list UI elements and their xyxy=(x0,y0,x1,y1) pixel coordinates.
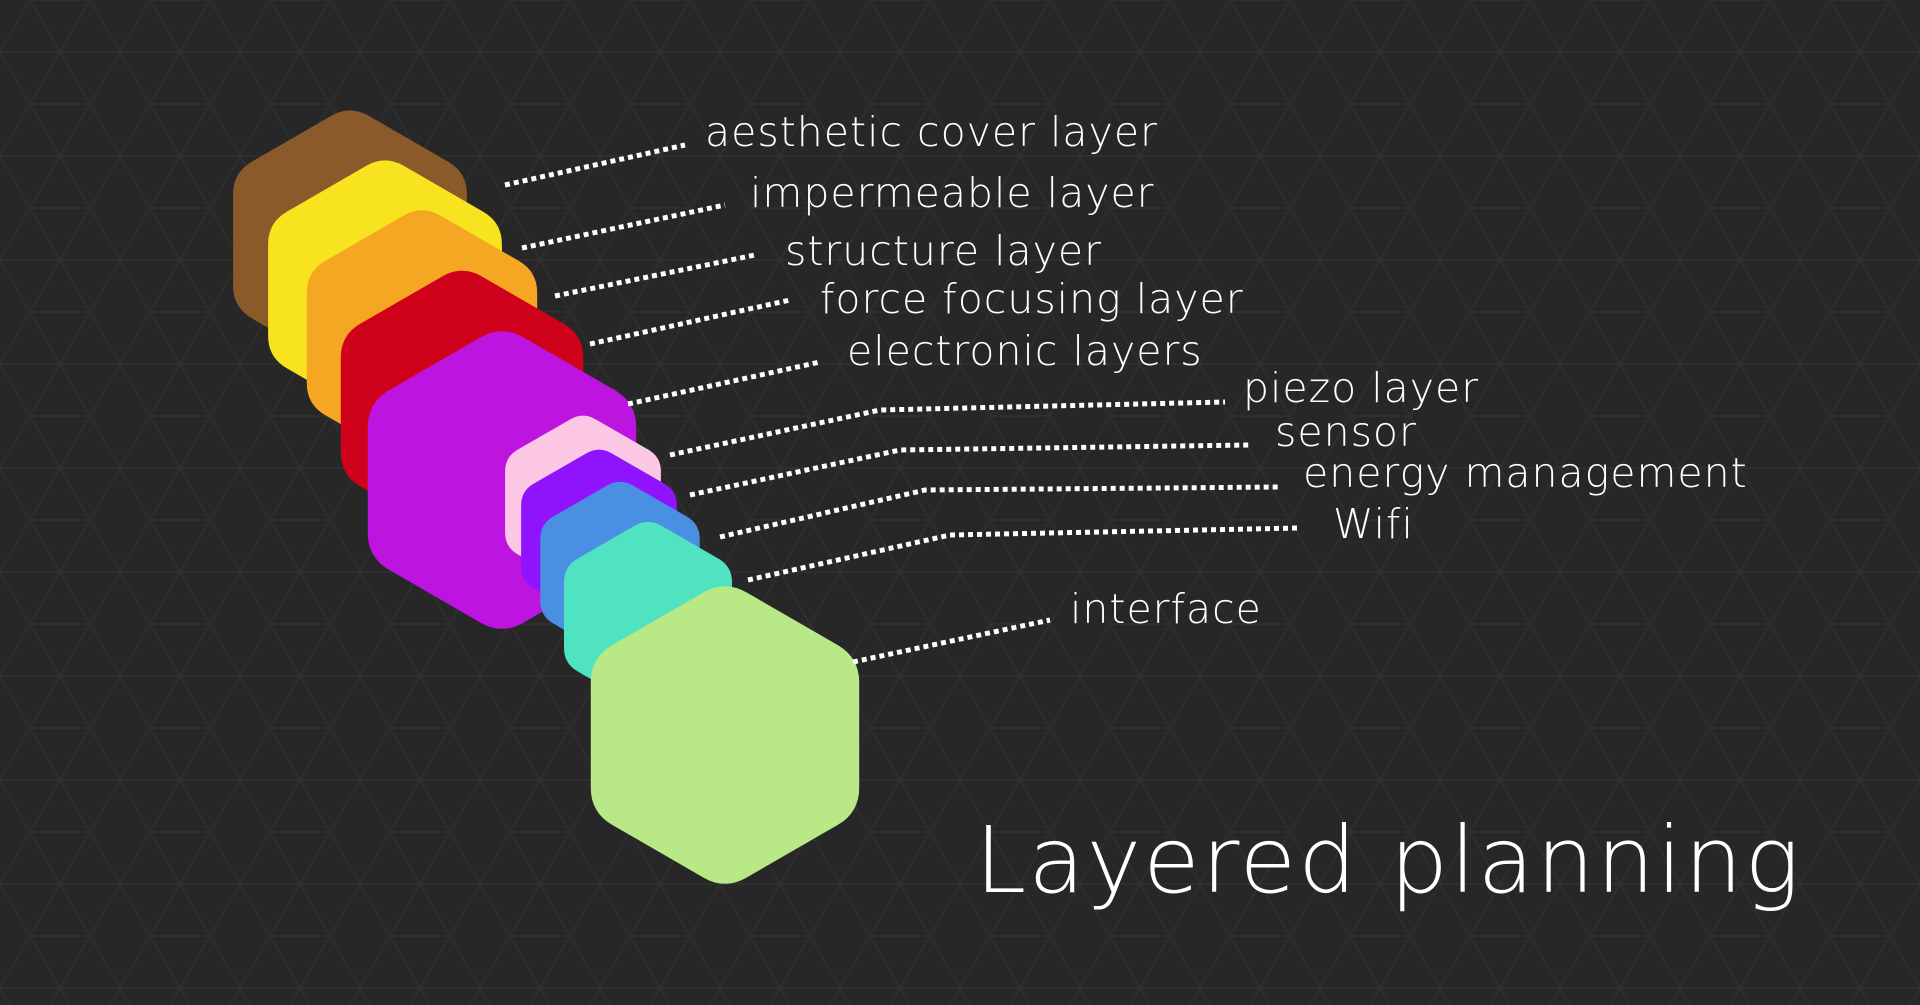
label-force-focusing-layer: force focusing layer xyxy=(820,275,1244,323)
leader-line-energy-management xyxy=(719,484,1279,540)
leader-line-force-focusing-layer xyxy=(589,297,791,347)
leader-line-interface xyxy=(852,617,1051,665)
layer-labels: aesthetic cover layer impermeable layer st… xyxy=(705,108,1748,633)
label-wifi: Wifi xyxy=(1333,500,1414,548)
label-impermeable-layer: impermeable layer xyxy=(750,169,1155,217)
label-piezo-layer: piezo layer xyxy=(1243,364,1479,412)
leader-line-aesthetic-cover-layer xyxy=(504,142,686,188)
leader-line-piezo-layer xyxy=(669,399,1226,458)
leader-line-impermeable-layer xyxy=(521,202,726,251)
hexagon-stack xyxy=(233,110,860,884)
label-energy-management: energy management xyxy=(1303,449,1748,497)
leader-line-structure-layer xyxy=(554,252,756,299)
leader-lines xyxy=(504,142,1301,665)
leader-line-electronic-layers xyxy=(627,359,821,407)
label-structure-layer: structure layer xyxy=(785,227,1102,275)
label-sensor: sensor xyxy=(1275,408,1417,456)
label-aesthetic-cover-layer: aesthetic cover layer xyxy=(705,108,1158,156)
label-electronic-layers: electronic layers xyxy=(847,327,1203,375)
diagram-title: Layered planning xyxy=(975,807,1802,914)
label-interface: interface xyxy=(1070,585,1262,633)
hexagon-interface xyxy=(590,586,860,884)
